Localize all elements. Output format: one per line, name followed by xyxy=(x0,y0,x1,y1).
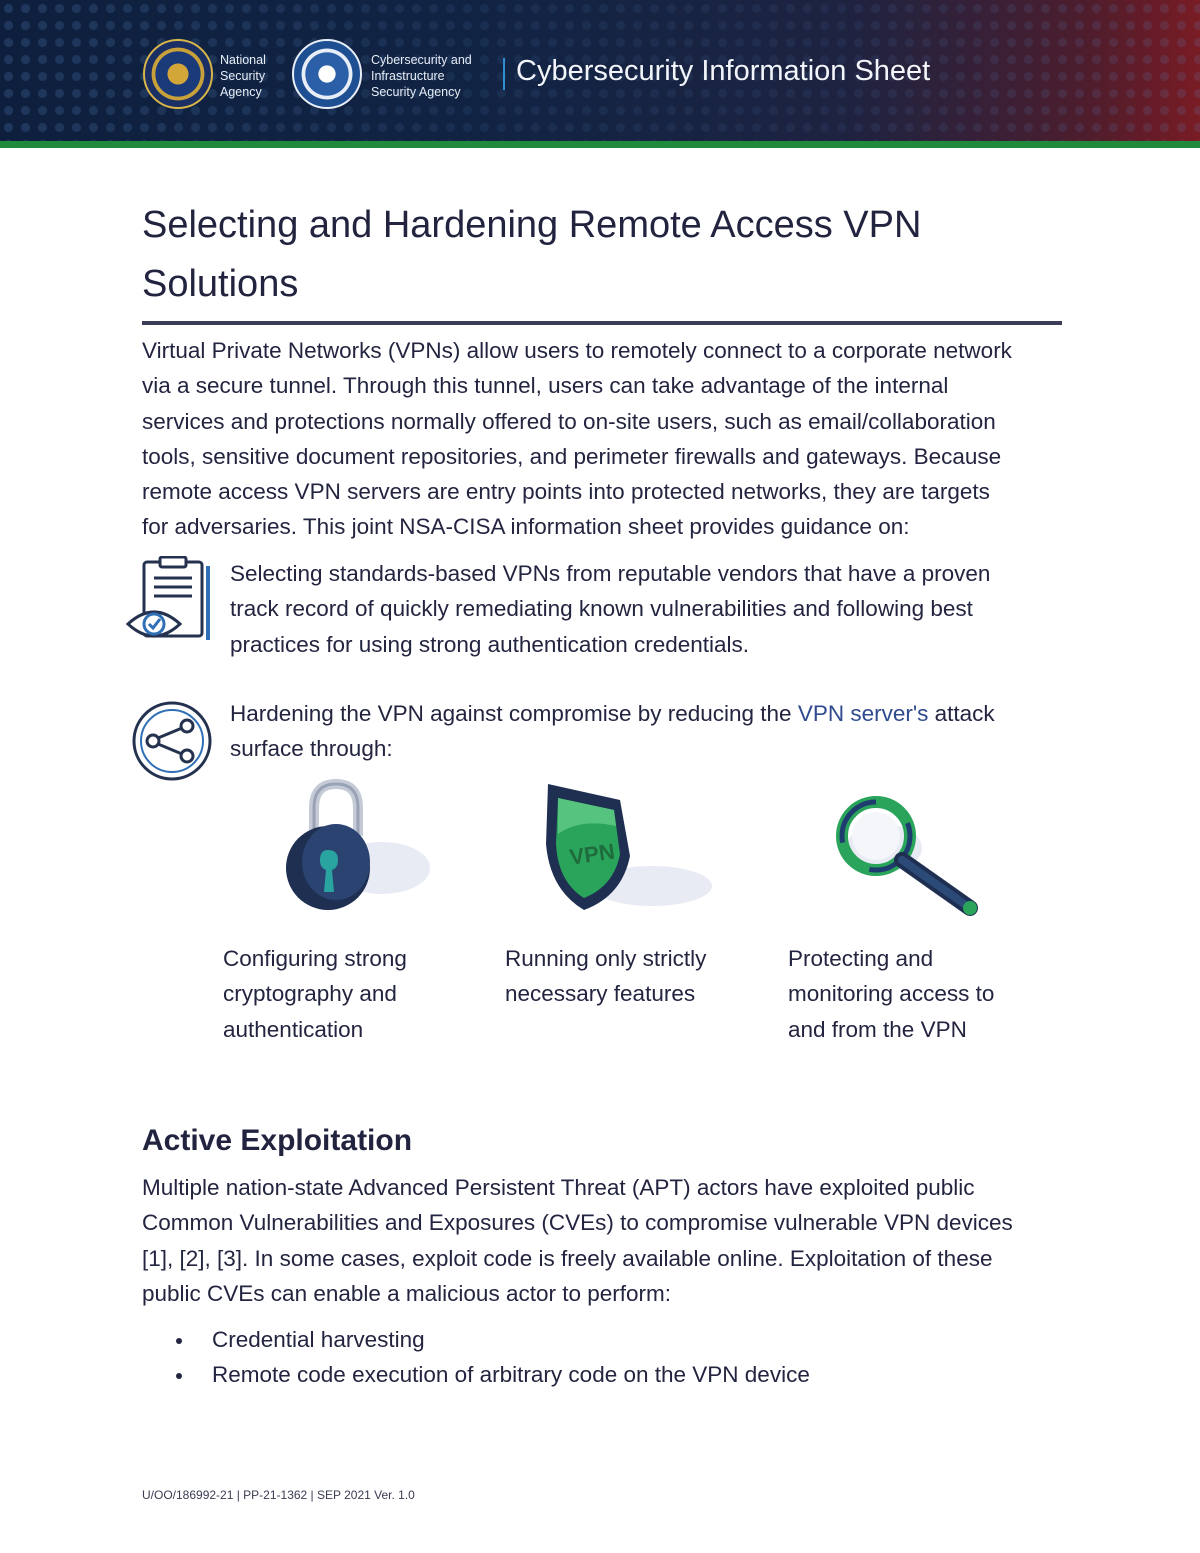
guidance-line: surface through: xyxy=(230,736,393,762)
guidance-line: practices for using strong authenticatio… xyxy=(230,631,750,657)
bullet-dot xyxy=(176,1373,182,1380)
caption-line: Running only strictly xyxy=(505,946,707,971)
list-item: Credential harvesting xyxy=(142,1322,1042,1357)
paragraph-line: Multiple nation-state Advanced Persisten… xyxy=(142,1175,975,1200)
caption-line: necessary features xyxy=(505,981,696,1007)
nsa-agency-line: National xyxy=(220,53,266,67)
sheet-title: Cybersecurity Information Sheet xyxy=(516,55,931,87)
section-heading-active-exploitation: Active Exploitation xyxy=(142,1124,413,1157)
intro-line: services and protections normally offere… xyxy=(142,408,996,434)
caption-line: Configuring strong xyxy=(223,946,407,971)
cisa-agency-name: Cybersecurity and Infrastructure Securit… xyxy=(371,52,491,100)
svg-text:VPN: VPN xyxy=(568,839,616,870)
guidance-line: track record of quickly remediating know… xyxy=(230,596,973,622)
feature-caption-monitoring: Protecting and monitoring access to and … xyxy=(788,941,1028,1047)
cisa-agency-line: Cybersecurity and xyxy=(371,53,472,67)
guidance-text: attack xyxy=(928,701,995,726)
cisa-agency-line: Infrastructure xyxy=(371,69,445,83)
paragraph-line: [1], [2], [3]. In some cases, exploit co… xyxy=(142,1245,993,1271)
title-line: Solutions xyxy=(142,263,299,305)
list-item: Remote code execution of arbitrary code … xyxy=(142,1357,1042,1392)
header-divider xyxy=(503,58,505,90)
caption-line: authentication xyxy=(223,1016,364,1042)
nsa-agency-line: Security xyxy=(220,69,266,83)
paragraph-line: Common Vulnerabilities and Exposures (CV… xyxy=(142,1210,1013,1236)
cisa-seal-icon xyxy=(292,39,362,109)
caption-line: monitoring access to xyxy=(788,981,995,1007)
intro-line: remote access VPN servers are entry poin… xyxy=(142,479,990,505)
intro-line: tools, sensitive document repositories, … xyxy=(142,443,1002,469)
title-rule xyxy=(142,321,1062,325)
list-item-text: Remote code execution of arbitrary code … xyxy=(212,1362,810,1388)
document-title: Selecting and Hardening Remote Access VP… xyxy=(142,196,1042,314)
bullet-dot xyxy=(176,1338,182,1344)
guidance-hardening: Hardening the VPN against compromise by … xyxy=(230,696,1050,767)
clipboard-eye-icon xyxy=(124,555,216,644)
title-line: Selecting and Hardening Remote Access VP… xyxy=(142,204,922,246)
caption-line: and from the VPN xyxy=(788,1016,967,1042)
document-footer: U/OO/186992-21 | PP-21-1362 | SEP 2021 V… xyxy=(142,1488,415,1502)
guidance-line: Hardening the VPN against compromise by … xyxy=(230,696,1050,731)
header-banner: National Security Agency Cybersecurity a… xyxy=(0,0,1200,143)
list-item-text: Credential harvesting xyxy=(212,1327,425,1352)
caption-line: Protecting and xyxy=(788,946,934,971)
nsa-agency-name: National Security Agency xyxy=(220,52,290,100)
magnifying-glass-icon xyxy=(820,790,1000,920)
vpn-server-highlight: VPN server's xyxy=(797,701,929,726)
cisa-agency-line: Security Agency xyxy=(371,85,461,99)
exploitation-bullet-list: Credential harvesting Remote code execut… xyxy=(142,1322,1042,1393)
nsa-seal-icon xyxy=(143,39,213,109)
active-exploitation-paragraph: Multiple nation-state Advanced Persisten… xyxy=(142,1170,1062,1311)
guidance-selecting: Selecting standards-based VPNs from repu… xyxy=(230,556,1050,662)
network-share-icon xyxy=(131,700,213,782)
guidance-text: Hardening the VPN against compromise by … xyxy=(230,701,798,726)
vpn-shield-icon: VPN xyxy=(530,778,720,918)
feature-caption-cryptography: Configuring strong cryptography and auth… xyxy=(223,941,453,1047)
guidance-line: Selecting standards-based VPNs from repu… xyxy=(230,561,991,586)
intro-line: via a secure tunnel. Through this tunnel… xyxy=(142,373,949,399)
nsa-agency-line: Agency xyxy=(220,85,262,99)
intro-paragraph: Virtual Private Networks (VPNs) allow us… xyxy=(142,333,1062,545)
intro-line: for adversaries. This joint NSA-CISA inf… xyxy=(142,514,910,540)
feature-caption-features: Running only strictly necessary features xyxy=(505,941,745,1012)
header-green-stripe xyxy=(0,141,1200,148)
paragraph-line: public CVEs can enable a malicious actor… xyxy=(142,1280,672,1306)
caption-line: cryptography and xyxy=(223,981,397,1007)
padlock-icon xyxy=(272,778,442,918)
intro-line: Virtual Private Networks (VPNs) allow us… xyxy=(142,338,1012,363)
